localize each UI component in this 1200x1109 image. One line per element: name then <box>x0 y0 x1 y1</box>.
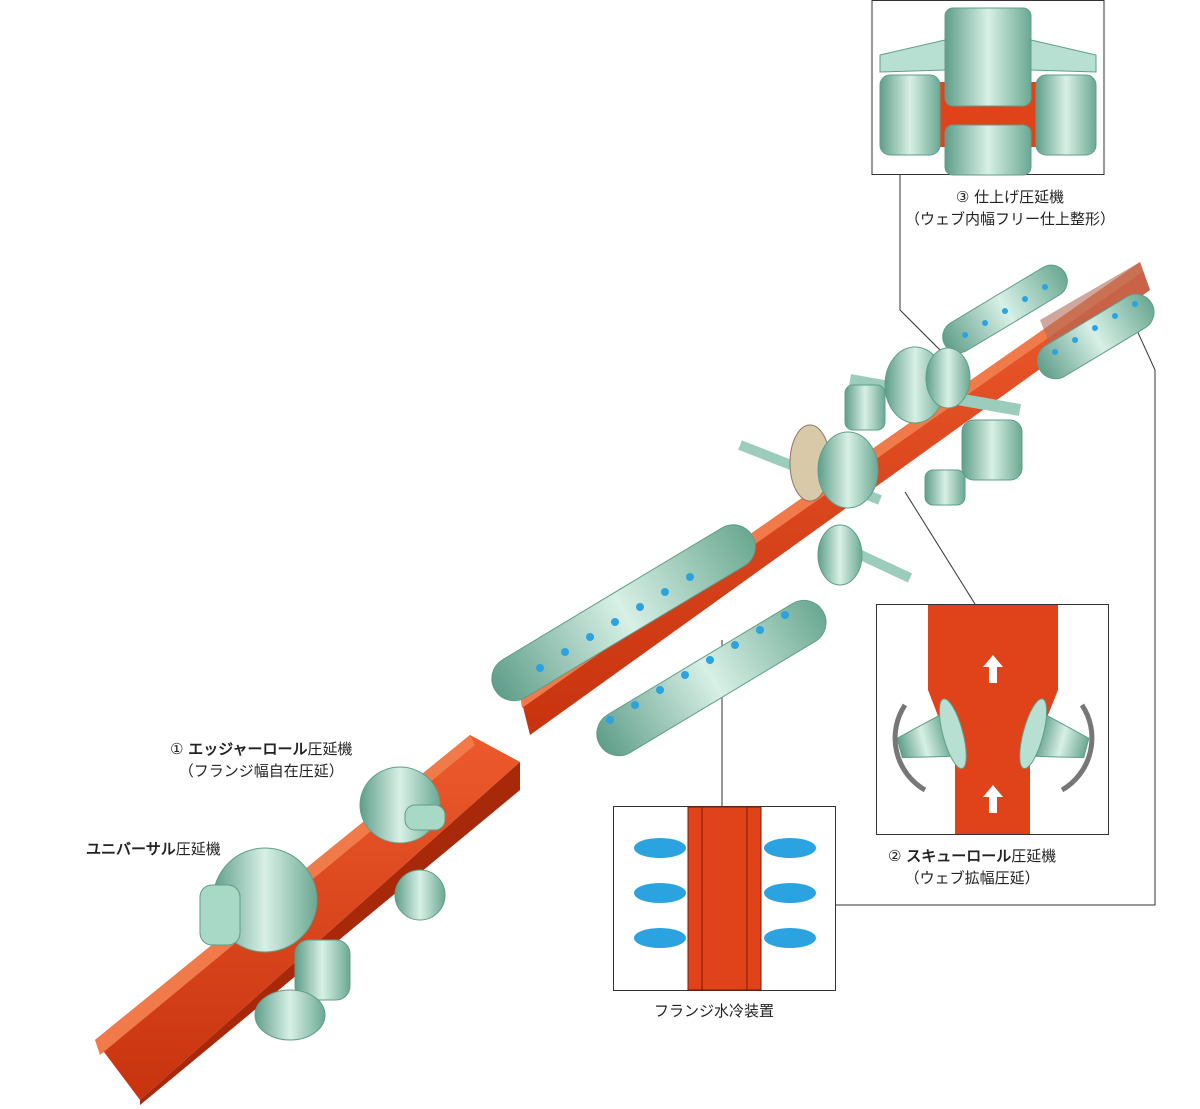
skew-roll-stand <box>738 424 913 586</box>
label-number: ③ <box>955 188 970 206</box>
label-title: フランジ水冷装置 <box>654 1002 775 1020</box>
label-subtitle: （ウェブ内幅フリー仕上整形） <box>905 210 1116 228</box>
label-finishing-mill: ③ 仕上げ圧延機 （ウェブ内幅フリー仕上整形） <box>905 186 1115 230</box>
label-title: 仕上げ圧延機 <box>974 188 1065 206</box>
cooling-device-middle <box>491 524 827 757</box>
label-edger-mill: ① エッジャーロール圧延機 （フランジ幅自在圧延） <box>170 738 353 782</box>
inset-finishing-mill <box>871 0 1105 176</box>
label-title-bold: スキューロール <box>906 847 1012 865</box>
label-number: ② <box>888 847 902 865</box>
edger-roll-stand <box>359 766 446 921</box>
label-title: 圧延機 <box>1011 847 1057 865</box>
label-title-bold: エッジャーロール <box>188 740 308 758</box>
universal-mill <box>199 847 351 1041</box>
label-title: 圧延機 <box>175 840 221 858</box>
label-skew-mill: ② スキューロール圧延機 （ウェブ拡幅圧延） <box>888 845 1056 889</box>
inset-flange-cooling <box>613 806 836 991</box>
cooling-device-upper <box>942 264 1155 380</box>
finishing-mill <box>844 346 1023 506</box>
label-number: ① <box>170 740 184 758</box>
label-universal-mill: ユニバーサル圧延機 <box>86 838 221 860</box>
label-flange-cooling: フランジ水冷装置 <box>654 1000 774 1022</box>
inset-skew-roll <box>876 604 1109 835</box>
label-subtitle: （フランジ幅自在圧延） <box>178 762 344 780</box>
label-title-bold: ユニバーサル <box>86 840 176 858</box>
label-title: 圧延機 <box>307 740 353 758</box>
label-subtitle: （ウェブ拡幅圧延） <box>904 869 1040 887</box>
